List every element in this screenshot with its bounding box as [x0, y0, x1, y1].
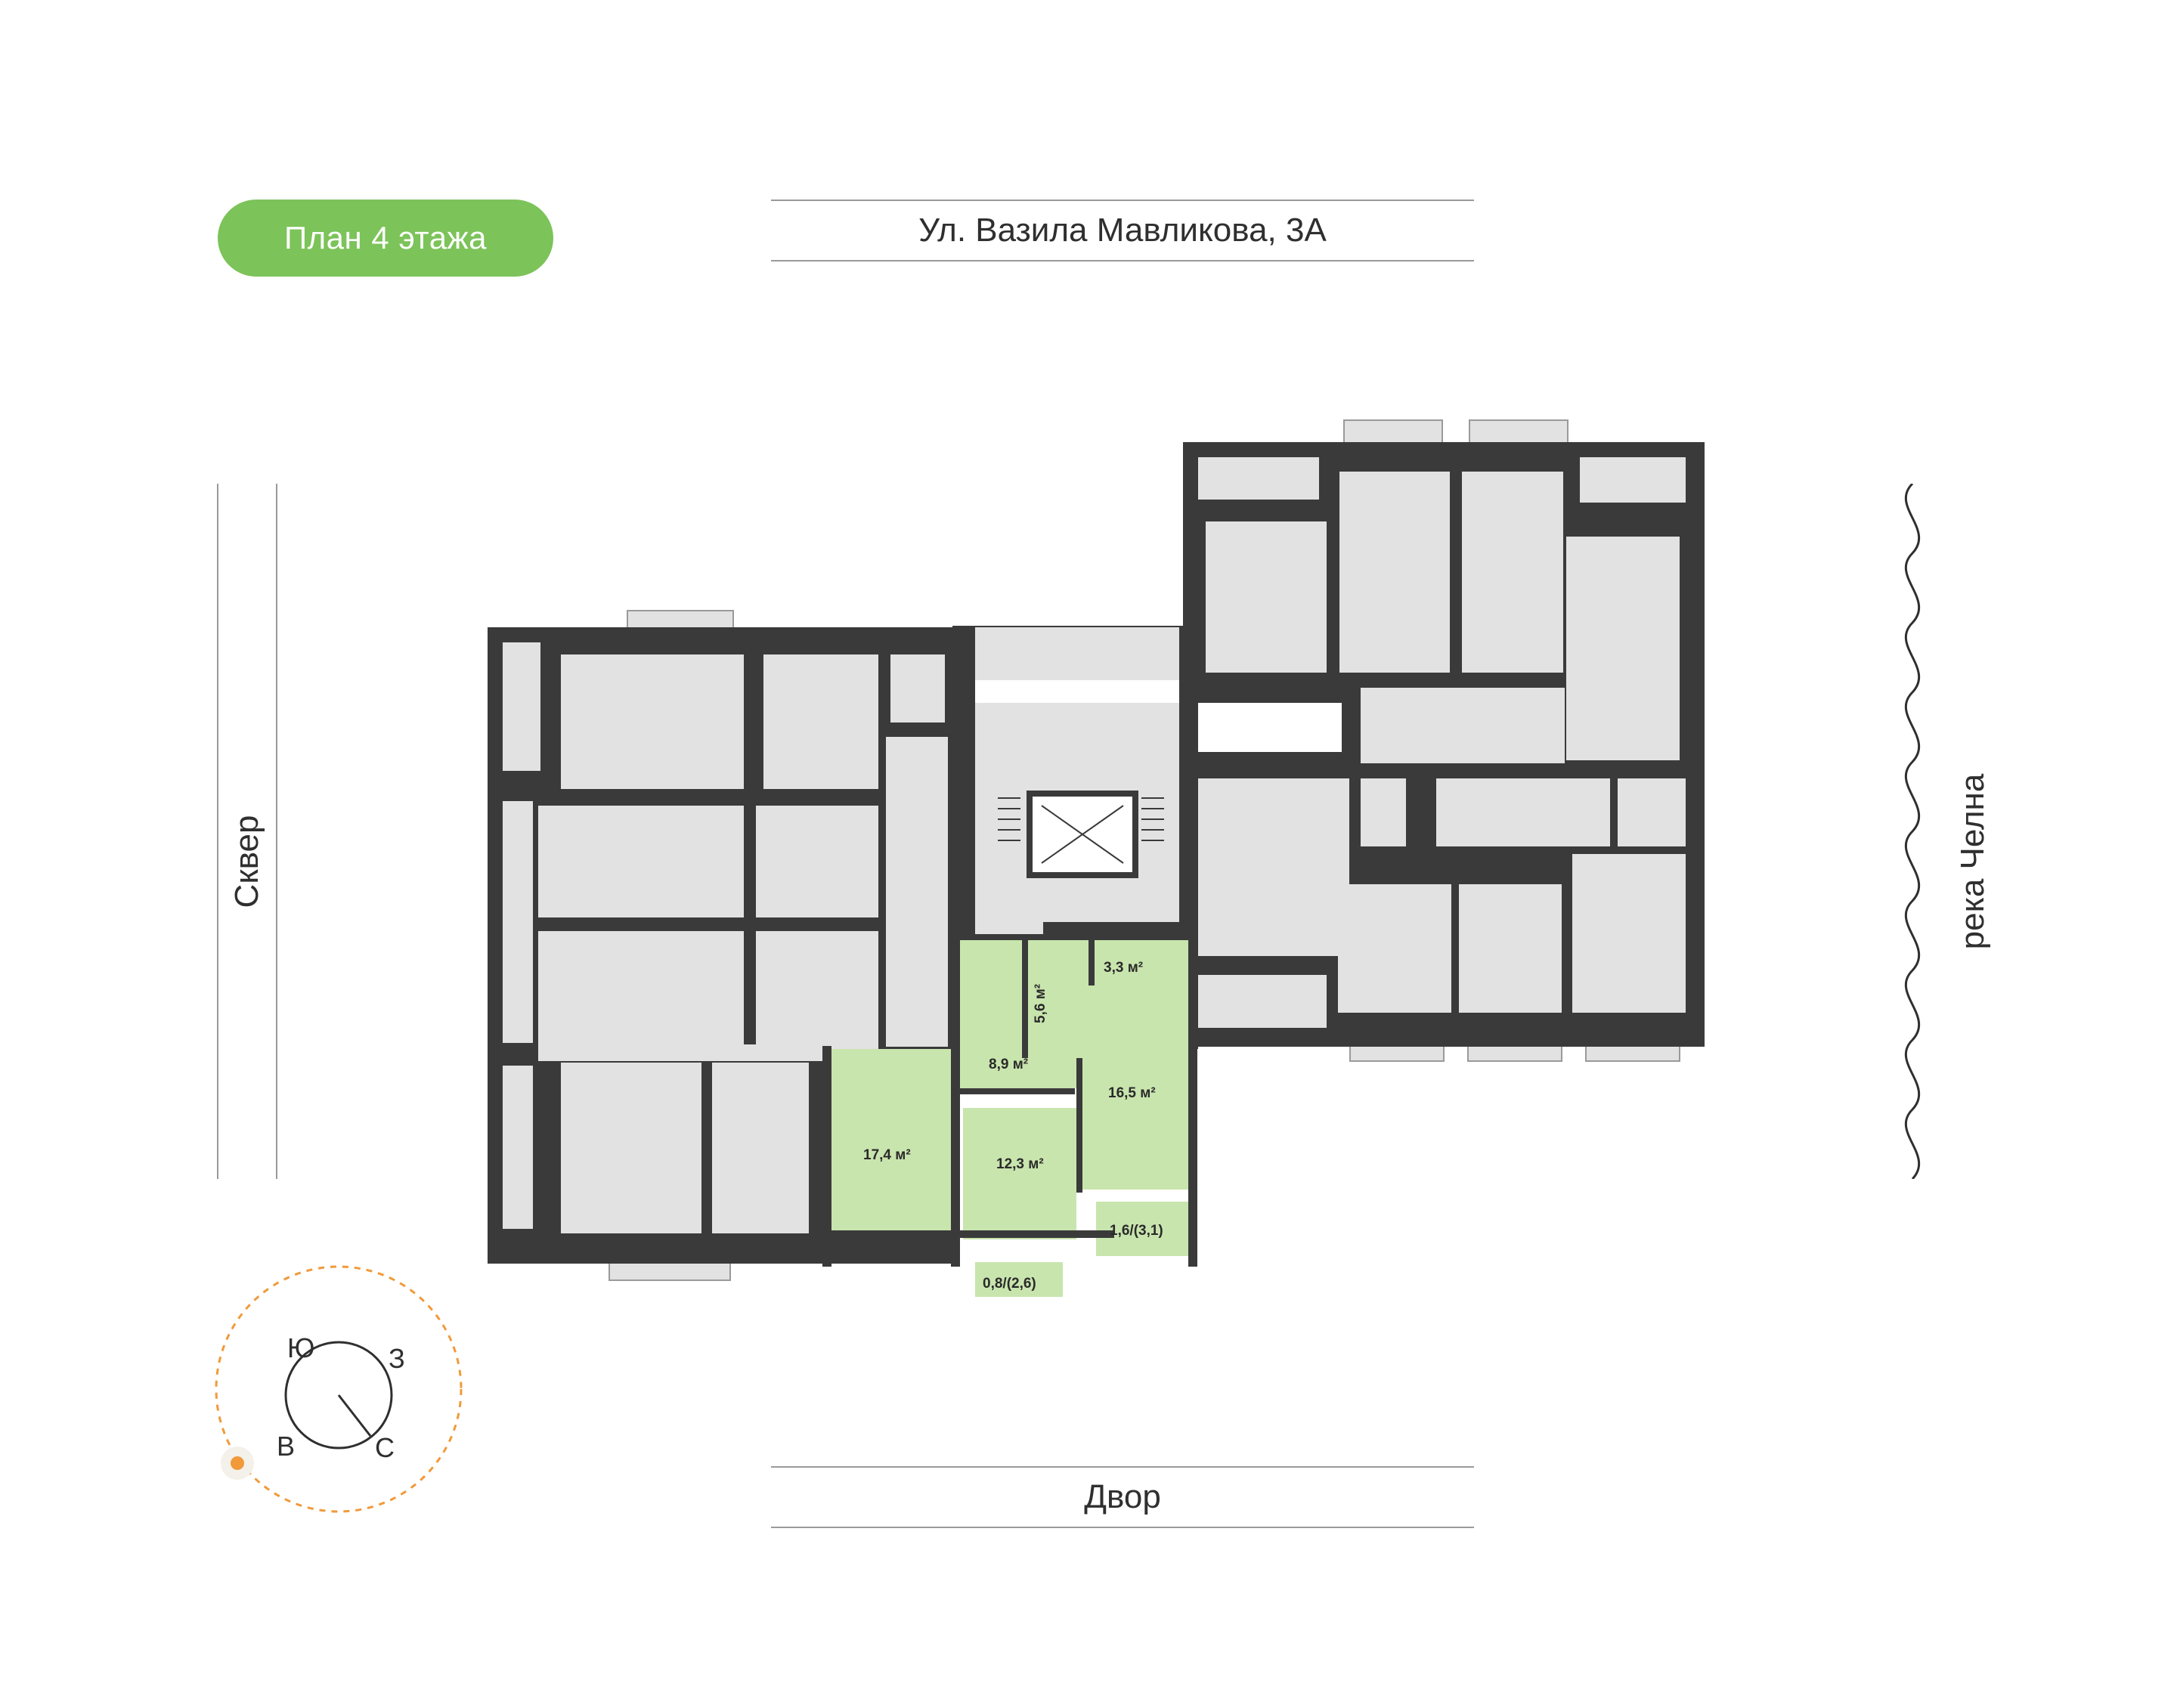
- compass-north: С: [375, 1432, 395, 1463]
- area-bathroom: 5,6 м²: [1033, 984, 1048, 1023]
- sun-icon: [221, 1447, 254, 1480]
- area-wc: 3,3 м²: [1104, 960, 1143, 976]
- area-balcony-2: 0,8/(2,6): [983, 1276, 1036, 1292]
- core-rooms: [886, 627, 1179, 1047]
- highlighted-apartment: [825, 937, 1193, 1297]
- compass-dial: [284, 1341, 393, 1450]
- stair-steps: [998, 797, 1164, 841]
- street-label: Ул. Вазила Мавликова, 3А: [771, 200, 1474, 261]
- left-road-line-2: [276, 484, 277, 1179]
- compass-east: В: [277, 1431, 295, 1462]
- river-wave: [1904, 484, 1921, 1179]
- area-hall: 8,9 м²: [989, 1057, 1028, 1072]
- yard-label: Двор: [771, 1466, 1474, 1528]
- yard-label-text: Двор: [1084, 1478, 1161, 1515]
- left-wing-rooms: [503, 642, 945, 1233]
- floor-badge-label: План 4 этажа: [283, 220, 488, 255]
- stair-cross: [1041, 805, 1124, 864]
- compass-west: З: [389, 1343, 405, 1374]
- compass: С Ю В З: [215, 1265, 463, 1513]
- compass-south: Ю: [287, 1332, 314, 1363]
- compass-needle: [337, 1394, 372, 1437]
- area-balcony-1: 1,6/(3,1): [1110, 1223, 1163, 1239]
- area-room-1: 12,3 м²: [996, 1156, 1044, 1172]
- right-wing-rooms: [1198, 457, 1686, 1028]
- corridor: [975, 680, 1342, 752]
- floor-badge: План 4 этажа: [218, 200, 553, 277]
- compass-sun-path: [215, 1265, 463, 1513]
- highlighted-apartment-walls: [822, 934, 1197, 1267]
- left-road-line-1: [217, 484, 218, 1179]
- area-kitchen: 17,4 м²: [863, 1147, 911, 1163]
- street-label-text: Ул. Вазила Мавликова, 3А: [918, 212, 1327, 249]
- area-room-2: 16,5 м²: [1108, 1085, 1156, 1101]
